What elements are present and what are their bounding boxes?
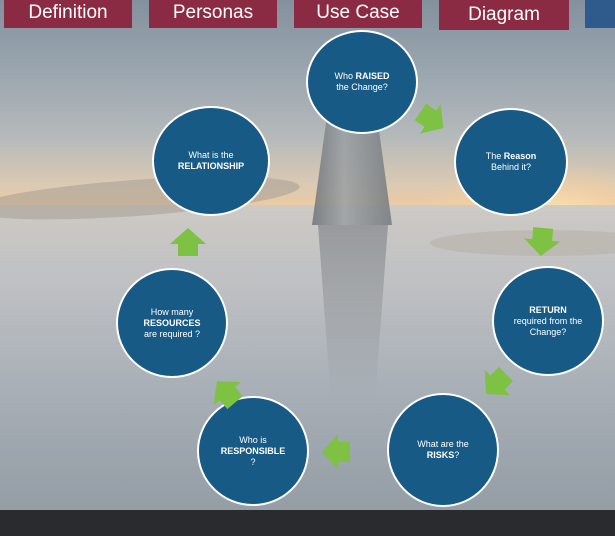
arrow-responsible-to-resources xyxy=(213,381,243,410)
arrow-return-to-risks xyxy=(484,367,513,396)
node-resources: How many RESOURCES are required ? xyxy=(116,268,228,378)
node-return: RETURN required from the Change? xyxy=(492,266,604,376)
node-relationship: What is the RELATIONSHIP xyxy=(152,106,270,216)
tab-next[interactable] xyxy=(585,0,615,28)
node-responsible: Who is RESPONSIBLE ? xyxy=(197,396,309,506)
footer-bar xyxy=(0,510,615,536)
lighthouse xyxy=(312,120,392,225)
tab-definition[interactable]: Definition xyxy=(4,0,132,28)
tab-diagram[interactable]: Diagram xyxy=(439,0,569,30)
node-raised: Who RAISED the Change? xyxy=(306,30,418,134)
arrow-risks-to-responsible xyxy=(322,434,350,470)
arrow-raised-to-reason xyxy=(414,103,444,134)
tab-use-case[interactable]: Use Case xyxy=(294,0,422,28)
arrow-resources-to-relationship xyxy=(170,228,206,256)
arrow-reason-to-return xyxy=(524,227,561,256)
tab-personas[interactable]: Personas xyxy=(149,0,277,28)
node-risks: What are the RISKS? xyxy=(387,393,499,507)
node-reason: The Reason Behind it? xyxy=(454,108,568,216)
